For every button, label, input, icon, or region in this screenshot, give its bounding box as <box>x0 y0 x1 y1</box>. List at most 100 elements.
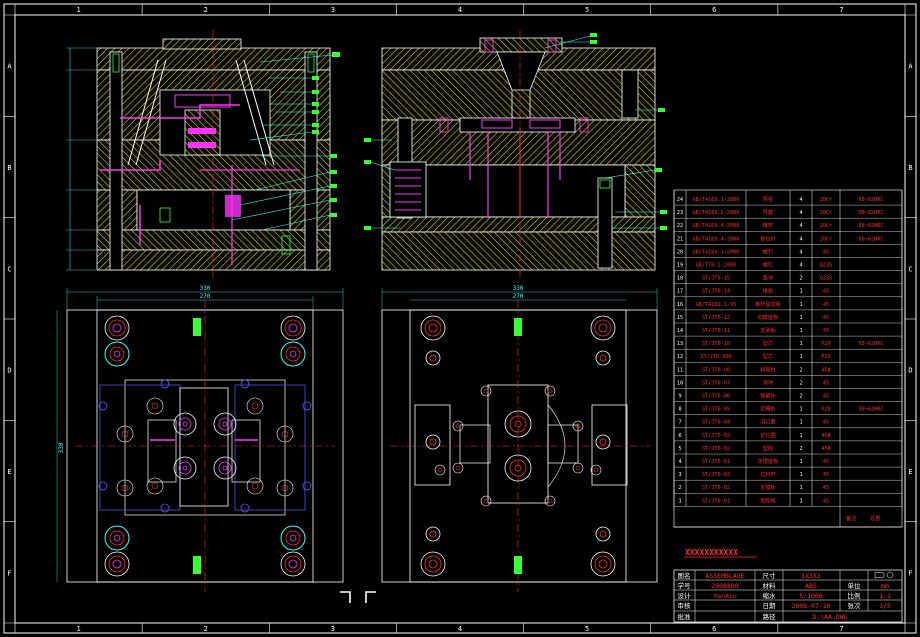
frame-col-label-bottom: 2 <box>204 625 208 633</box>
frame-row-label-right: E <box>908 468 912 476</box>
bom-material: 20Cr <box>820 236 833 242</box>
bom-material: 45 <box>823 394 829 400</box>
bom-qty: 1 <box>799 289 802 295</box>
bom-material: 45 <box>823 485 829 491</box>
tb-unit: mm <box>881 582 889 590</box>
frame-row-label-left: F <box>7 569 11 577</box>
frame-col-label-top: 6 <box>712 6 716 14</box>
bom-standard: ST/JT0-11 <box>702 328 730 334</box>
hole <box>455 423 461 429</box>
bom-no: 7 <box>678 420 681 426</box>
frame-row-label-left: C <box>7 265 11 273</box>
dim-width-inner-right: 270 <box>513 293 524 300</box>
bom-qty: 1 <box>799 498 802 504</box>
bom-no: 10 <box>677 380 683 386</box>
frame-col-label-top: 7 <box>839 6 843 14</box>
frame-grid-ticks <box>4 4 916 633</box>
hole <box>593 467 599 473</box>
right-plan-holes <box>420 315 616 577</box>
bom-no: 5 <box>678 446 681 452</box>
bom-material: 45 <box>823 420 829 426</box>
hole <box>509 415 527 433</box>
hole <box>572 462 584 474</box>
hole <box>285 346 301 362</box>
tb-sheet: 1/5 <box>879 602 891 610</box>
hole <box>222 421 228 427</box>
tb-label-scale: 比例 <box>848 591 861 600</box>
hole <box>116 479 134 497</box>
frame-col-label-bottom: 3 <box>331 625 335 633</box>
bom-note: 58~62HRC <box>859 197 884 203</box>
bom-qty: 1 <box>799 485 802 491</box>
hole <box>151 482 159 490</box>
tb-label-material: 材料 <box>763 581 777 590</box>
tb-student-no: 2008800 <box>711 582 738 590</box>
bom-name: 定模座板 <box>758 457 780 465</box>
bom-standard: ST/JT0-15 <box>702 276 730 282</box>
hole <box>116 425 134 443</box>
bom-qty: 4 <box>799 223 802 229</box>
hole <box>302 401 312 411</box>
bom-standard: ST/JT0-05 <box>702 407 730 413</box>
bom-standard: ST/JT0-03 <box>702 472 730 478</box>
bom-no: 1 <box>678 498 681 504</box>
bom-name: 垫块 <box>763 274 774 282</box>
bom-standard: ST/JT0-12 <box>702 315 730 321</box>
frame-row-label-left: E <box>7 468 11 476</box>
hole <box>599 530 607 538</box>
frame-col-label-bottom: 5 <box>585 625 589 633</box>
bom-standard: ST/JT0-14 <box>702 289 730 295</box>
left-plan-view: 330 270 330 <box>56 285 344 592</box>
bom-name: 型腔板 <box>760 496 776 504</box>
bom-standard: GB/T4169.1-95 <box>696 302 737 308</box>
hole <box>113 534 121 542</box>
hole <box>104 315 130 341</box>
bom-header-weight: 总重 <box>870 514 880 522</box>
frame-row-label-left: D <box>7 367 11 375</box>
bom-qty: 2 <box>799 276 802 282</box>
hole <box>425 434 441 450</box>
bom-name: 型芯 <box>763 339 773 347</box>
left-plan-holes <box>98 315 312 577</box>
bom-material: 45 <box>823 472 829 478</box>
hole <box>251 482 259 490</box>
bom-qty: 1 <box>799 354 802 360</box>
bom-no: 8 <box>678 407 681 413</box>
bom-note: 58~62HRC <box>859 223 884 229</box>
hole <box>246 477 264 495</box>
hole <box>429 438 437 446</box>
hole <box>281 484 289 492</box>
dim-width-outer-left: 330 <box>200 285 211 292</box>
bom-name: 支承板 <box>760 326 776 334</box>
hole <box>98 481 108 491</box>
hole <box>284 319 302 337</box>
bom-standard: ST/JT0-02 <box>702 446 730 452</box>
hole <box>281 430 289 438</box>
bom-qty: 1 <box>799 328 802 334</box>
hole <box>504 410 532 438</box>
hole <box>288 323 298 333</box>
frame-col-label-top: 1 <box>76 6 80 14</box>
hole <box>284 555 302 573</box>
hole <box>112 323 122 333</box>
hole <box>280 525 306 551</box>
bom-material: 20Cr <box>820 197 833 203</box>
tb-label-designer: 设计 <box>678 591 692 600</box>
bom-material: 45# <box>821 433 831 439</box>
bom-table-rules <box>673 190 903 528</box>
frame-col-label-top: 5 <box>585 6 589 14</box>
bom-no: 16 <box>677 302 683 308</box>
hole <box>595 526 611 542</box>
bom-qty: 1 <box>799 315 802 321</box>
hole <box>213 456 237 480</box>
bom-no: 15 <box>677 315 683 321</box>
bom-note: 58~62HRC <box>859 210 884 216</box>
hole <box>595 350 611 366</box>
bom-standard: ST/JT0-01 <box>702 459 730 465</box>
dim-width-inner-left: 270 <box>200 293 211 300</box>
bom-standard: ST/JT0-07 <box>702 380 730 386</box>
bom-material: P20 <box>821 341 830 347</box>
hole <box>434 464 446 476</box>
tb-label-shrinkage: 缩水 <box>763 591 777 600</box>
